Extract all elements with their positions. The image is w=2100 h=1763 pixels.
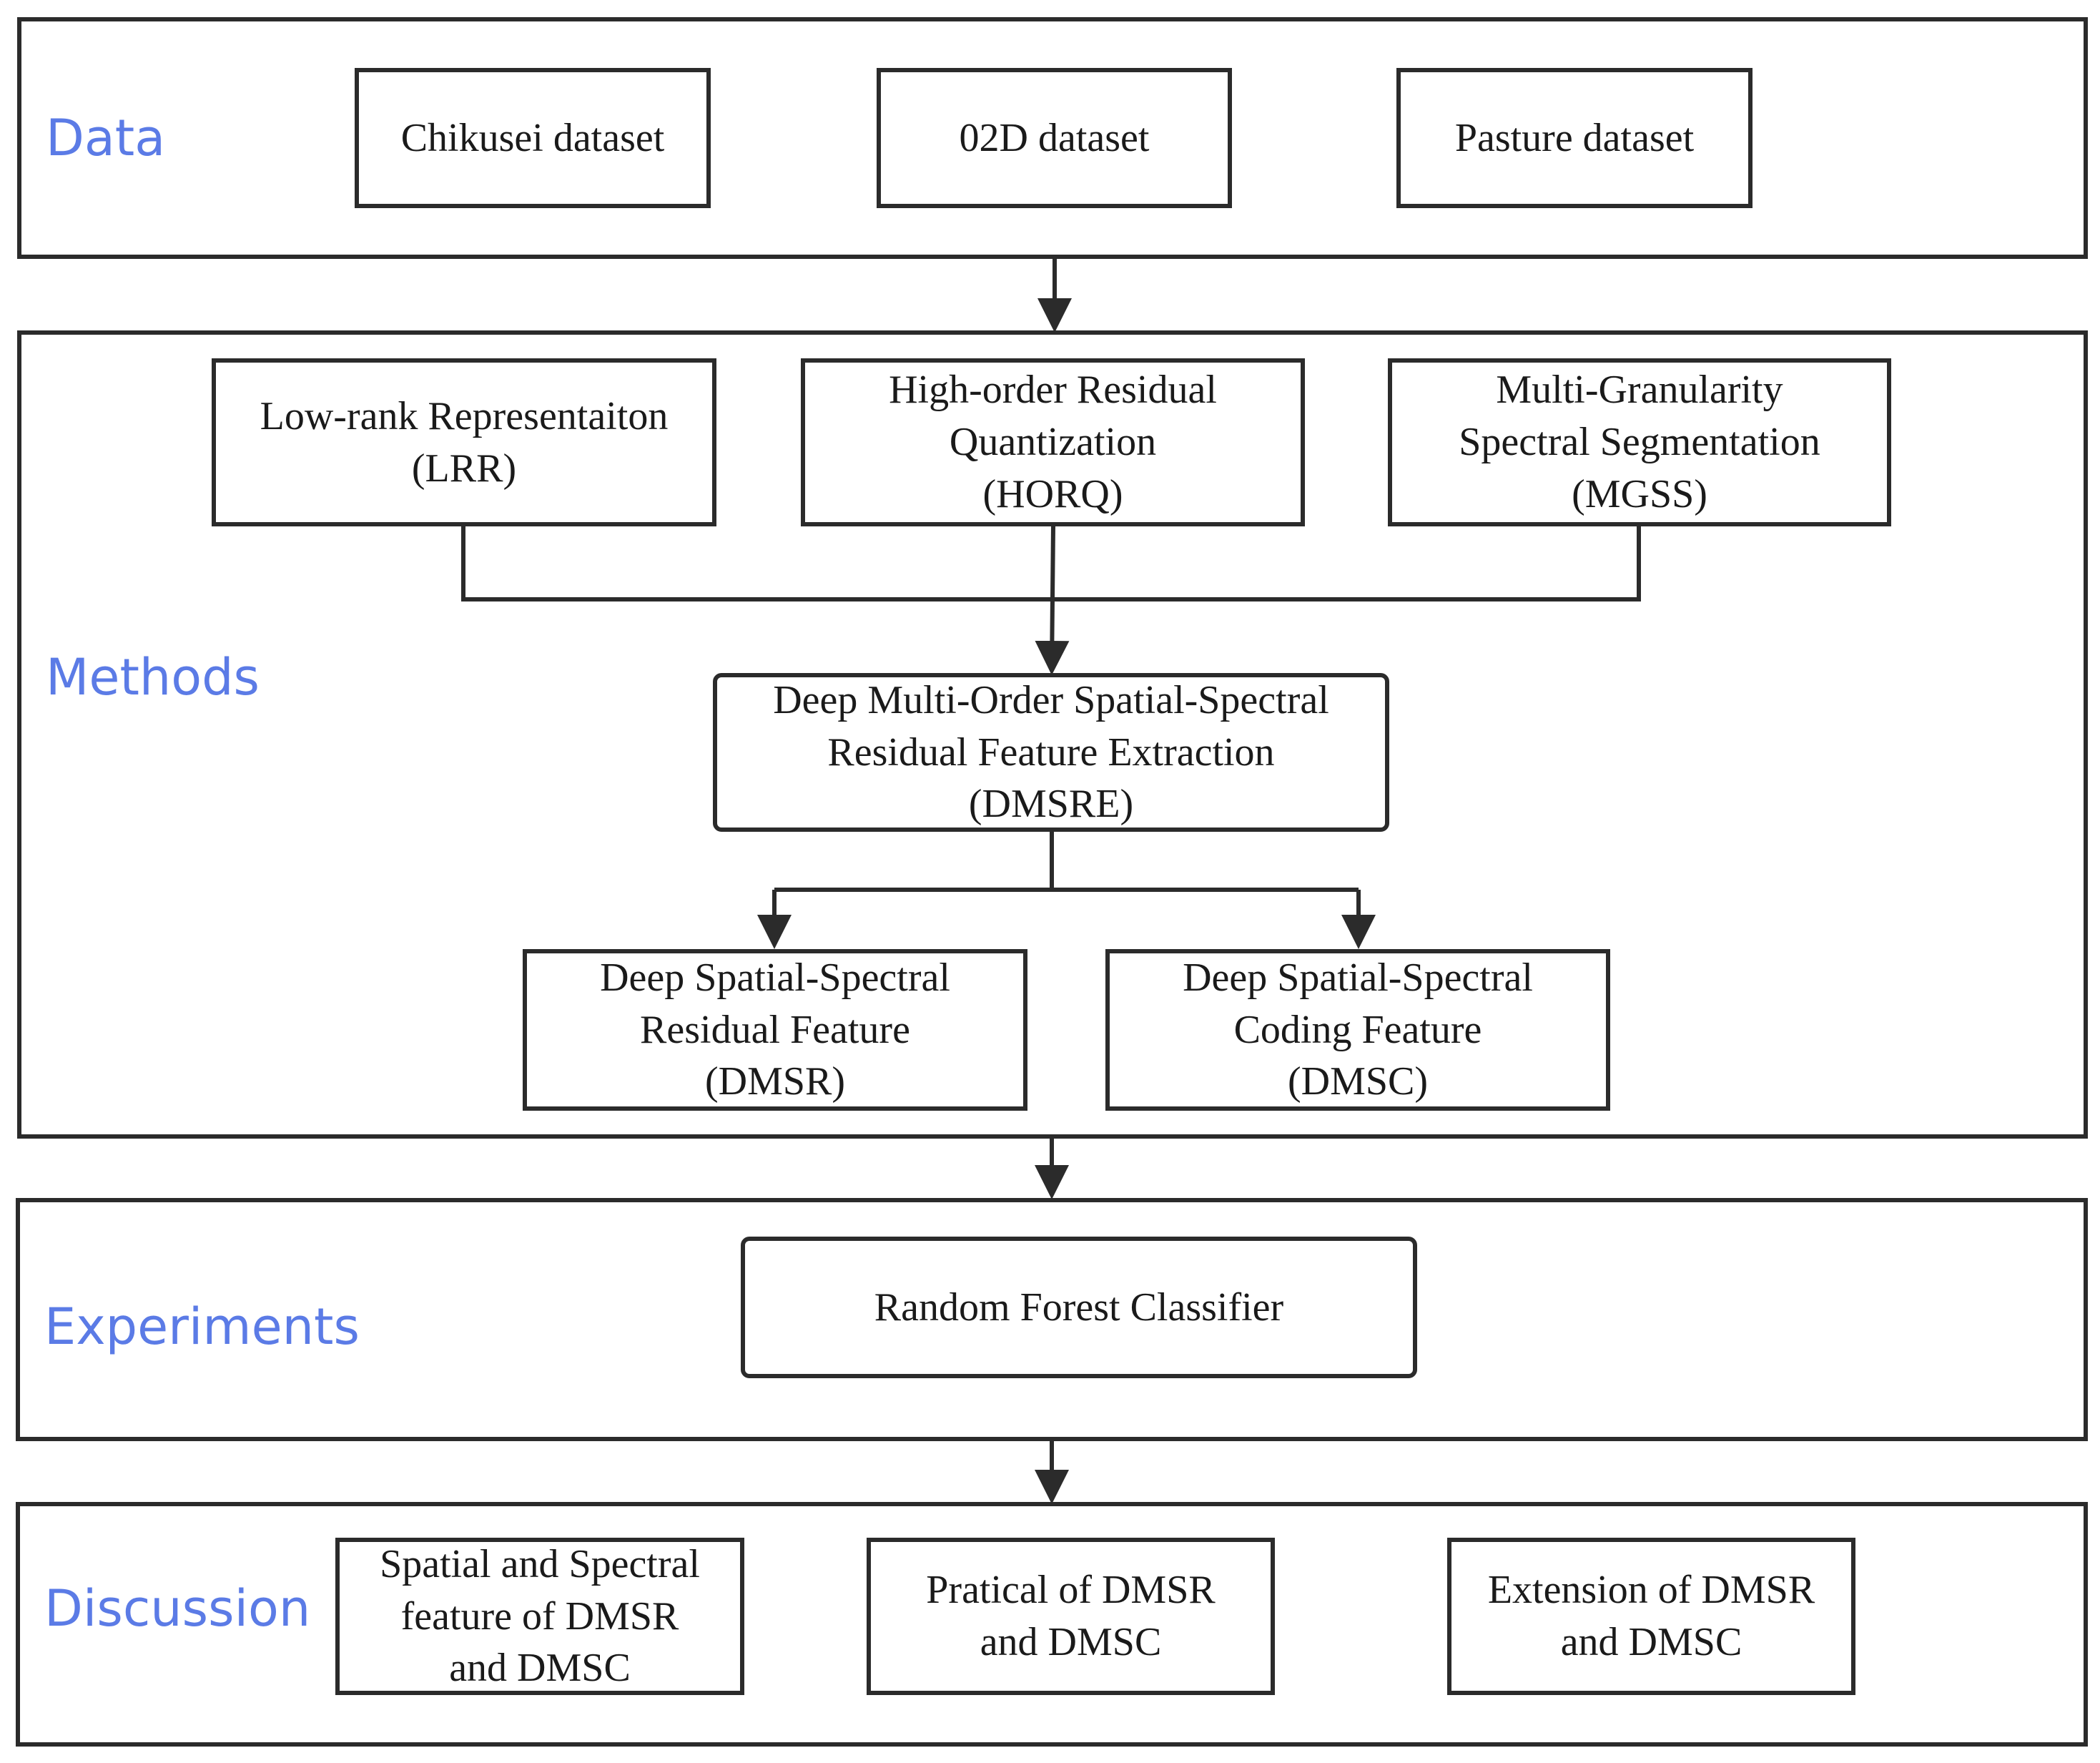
node-dmsre: Deep Multi-Order Spatial-Spectral Residu… xyxy=(713,673,1389,832)
node-02d-dataset: 02D dataset xyxy=(877,68,1232,208)
node-mgss: Multi-Granularity Spectral Segmentation … xyxy=(1388,358,1891,526)
node-horq: High-order Residual Quantization (HORQ) xyxy=(801,358,1305,526)
section-label-methods: Methods xyxy=(46,648,260,707)
section-label-experiments: Experiments xyxy=(44,1297,360,1356)
node-discussion-extension: Extension of DMSR and DMSC xyxy=(1447,1538,1855,1695)
section-label-data: Data xyxy=(46,109,166,167)
node-discussion-pratical: Pratical of DMSR and DMSC xyxy=(867,1538,1275,1695)
node-pasture-dataset: Pasture dataset xyxy=(1396,68,1753,208)
node-lrr: Low-rank Representaiton (LRR) xyxy=(212,358,716,526)
node-chikusei-dataset: Chikusei dataset xyxy=(355,68,711,208)
node-dmsr: Deep Spatial-Spectral Residual Feature (… xyxy=(523,949,1027,1111)
section-label-discussion: Discussion xyxy=(44,1579,311,1638)
node-dmsc: Deep Spatial-Spectral Coding Feature (DM… xyxy=(1105,949,1610,1111)
node-discussion-spatial-spectral: Spatial and Spectral feature of DMSR and… xyxy=(335,1538,744,1695)
node-random-forest-classifier: Random Forest Classifier xyxy=(741,1237,1417,1378)
